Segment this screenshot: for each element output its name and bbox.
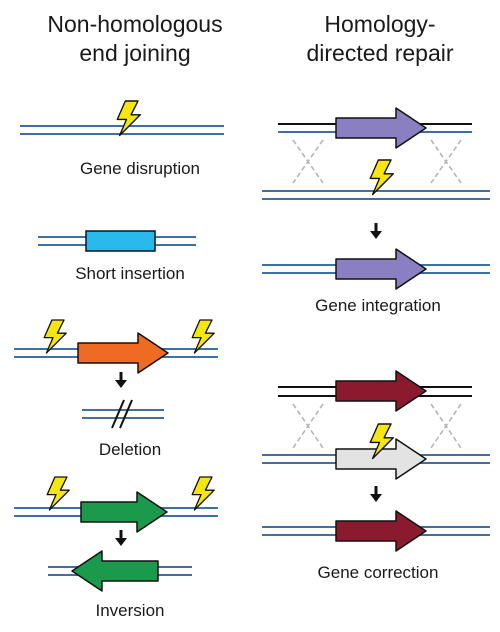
- integration-template-dna: [278, 107, 472, 149]
- lightning-bolt-icon: [369, 159, 394, 196]
- integration-gene-arrow: [335, 107, 427, 149]
- down-arrow-icon: [368, 484, 384, 504]
- short-insertion-dna: [38, 230, 196, 252]
- broken-gene-arrow: [335, 438, 427, 480]
- corrected-gene-arrow: [335, 510, 427, 552]
- gene-integration-label: Gene integration: [315, 296, 441, 315]
- deletion-gene-arrow: [77, 332, 169, 374]
- inversion-gene-arrow: [80, 491, 168, 533]
- break-mark: [111, 399, 125, 429]
- hdr-title-line1: Homology-: [324, 11, 436, 37]
- down-arrow-icon: [113, 528, 129, 548]
- hdr-title-line2: directed repair: [306, 40, 454, 66]
- inverted-gene-arrow: [71, 550, 159, 592]
- correct-gene-arrow: [335, 370, 427, 412]
- correction-target-dna: [262, 438, 490, 480]
- crossover-line: [430, 403, 462, 449]
- deletion-after-dna: [82, 399, 164, 429]
- integrated-gene-arrow: [335, 248, 427, 290]
- deletion-label: Deletion: [98, 440, 162, 459]
- correction-result-dna: [262, 510, 490, 552]
- crossover-line: [292, 403, 324, 449]
- lightning-bolt-icon: [116, 100, 141, 137]
- gene-disruption-label: Gene disruption: [79, 159, 201, 178]
- correction-template-dna: [278, 370, 472, 412]
- inversion-after-dna: [48, 550, 192, 592]
- nhej-title-line2: end joining: [79, 40, 191, 66]
- lightning-bolt-icon: [46, 476, 70, 511]
- nhej-title-line1: Non-homologous: [47, 11, 223, 37]
- down-arrow-icon: [368, 221, 384, 241]
- crossover-line: [292, 139, 324, 184]
- hdr-title: Homology- directed repair: [275, 10, 485, 68]
- crossover-line: [430, 139, 462, 184]
- short-insertion-label: Short insertion: [75, 264, 185, 283]
- crossover-lines: [292, 139, 462, 184]
- inversion-before-dna: [14, 491, 218, 533]
- integration-target-dna: [262, 190, 490, 200]
- deletion-before-dna: [14, 332, 218, 374]
- nhej-title: Non-homologous end joining: [20, 10, 250, 68]
- short-insert-block: [85, 230, 156, 252]
- crossover-lines: [292, 403, 462, 449]
- break-mark: [119, 399, 133, 429]
- integration-result-dna: [262, 248, 490, 290]
- down-arrow-icon: [113, 370, 129, 390]
- gene-correction-label: Gene correction: [317, 563, 439, 582]
- lightning-bolt-icon: [191, 476, 215, 511]
- inversion-label: Inversion: [95, 601, 165, 620]
